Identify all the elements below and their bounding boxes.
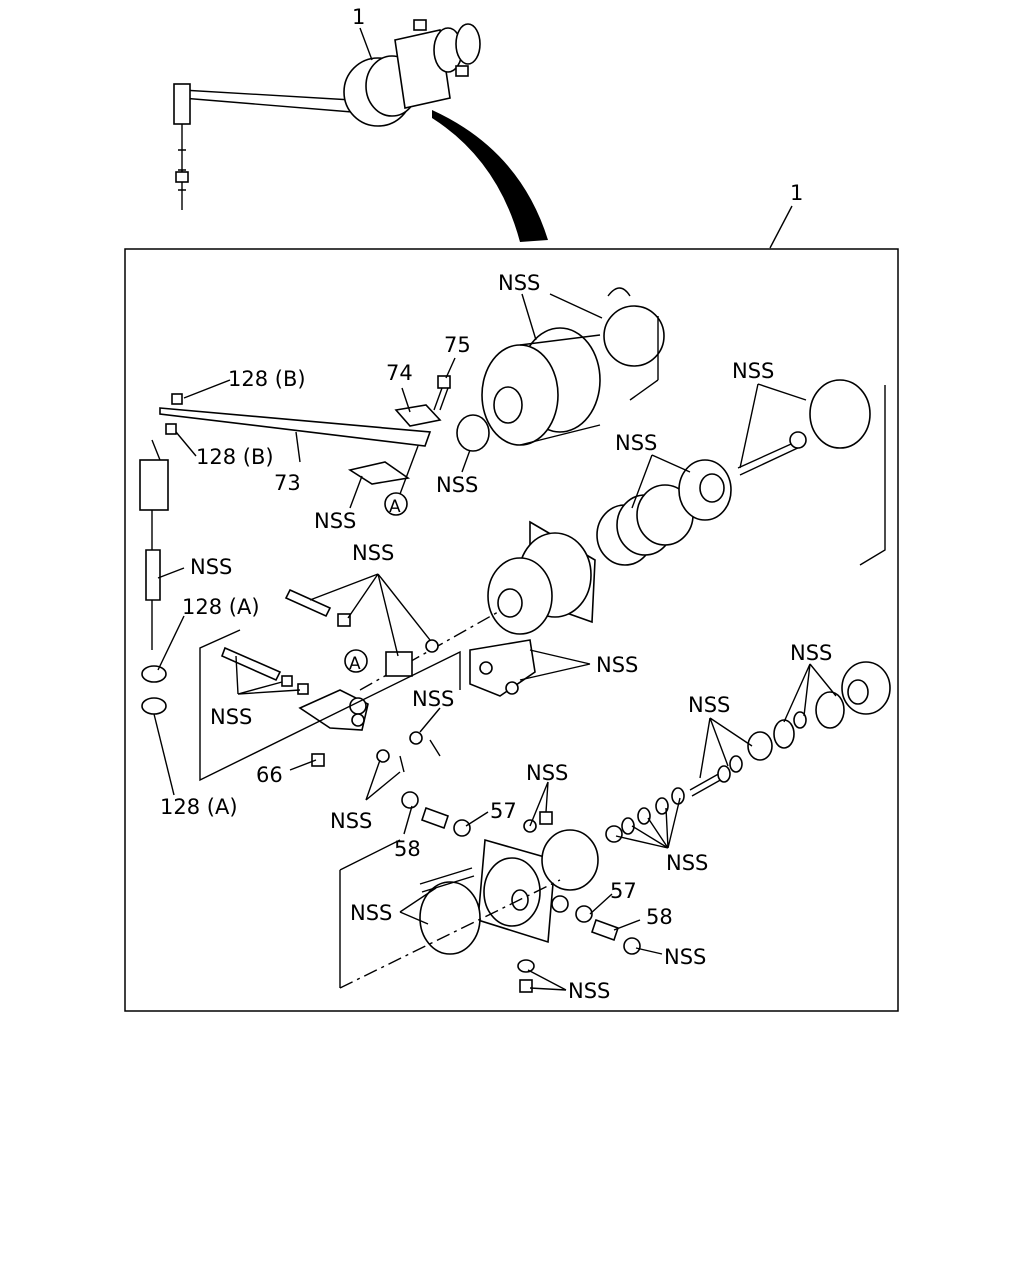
label-nss-cap-lower: NSS bbox=[664, 945, 706, 969]
label-58-upper: 58 bbox=[394, 837, 421, 861]
marker-a-lower: A bbox=[349, 654, 361, 674]
label-73: 73 bbox=[274, 471, 301, 495]
marker-a-upper: A bbox=[389, 497, 401, 517]
label-nss-upper-lower: NSS bbox=[526, 761, 568, 785]
label-75: 75 bbox=[444, 333, 471, 357]
label-128b-top: 128 (B) bbox=[228, 367, 306, 391]
label-nss-right-mid: NSS bbox=[688, 693, 730, 717]
label-nss-oring: NSS bbox=[436, 473, 478, 497]
label-128b-mid: 128 (B) bbox=[196, 445, 274, 469]
label-74: 74 bbox=[386, 361, 413, 385]
label-nss-oring-large: NSS bbox=[350, 901, 392, 925]
leader-lines bbox=[153, 293, 837, 991]
label-nss-top: NSS bbox=[498, 271, 540, 295]
overview-assembly bbox=[173, 19, 548, 242]
label-128a-lower: 128 (A) bbox=[160, 795, 238, 819]
exploded-parts bbox=[139, 287, 891, 993]
label-nss-bottom: NSS bbox=[568, 979, 610, 1003]
label-nss-pins: NSS bbox=[352, 541, 394, 565]
label-nss-spring: NSS bbox=[615, 431, 657, 455]
label-128a-upper: 128 (A) bbox=[182, 595, 260, 619]
label-nss-adjuster: NSS bbox=[190, 555, 232, 579]
callout-overview-1: 1 bbox=[352, 5, 365, 29]
label-nss-lever: NSS bbox=[412, 687, 454, 711]
label-57-upper: 57 bbox=[490, 799, 517, 823]
label-nss-pin-clips: NSS bbox=[330, 809, 372, 833]
label-nss-right-top: NSS bbox=[790, 641, 832, 665]
label-nss-plate: NSS bbox=[314, 509, 356, 533]
label-57-lower: 57 bbox=[610, 879, 637, 903]
detail-frame bbox=[124, 248, 899, 1012]
label-66: 66 bbox=[256, 763, 283, 787]
label-nss-left: NSS bbox=[210, 705, 252, 729]
label-nss-washers: NSS bbox=[666, 851, 708, 875]
callout-box-1: 1 bbox=[790, 181, 803, 205]
label-58-lower: 58 bbox=[646, 905, 673, 929]
label-nss-cap: NSS bbox=[732, 359, 774, 383]
label-nss-bracket: NSS bbox=[596, 653, 638, 677]
